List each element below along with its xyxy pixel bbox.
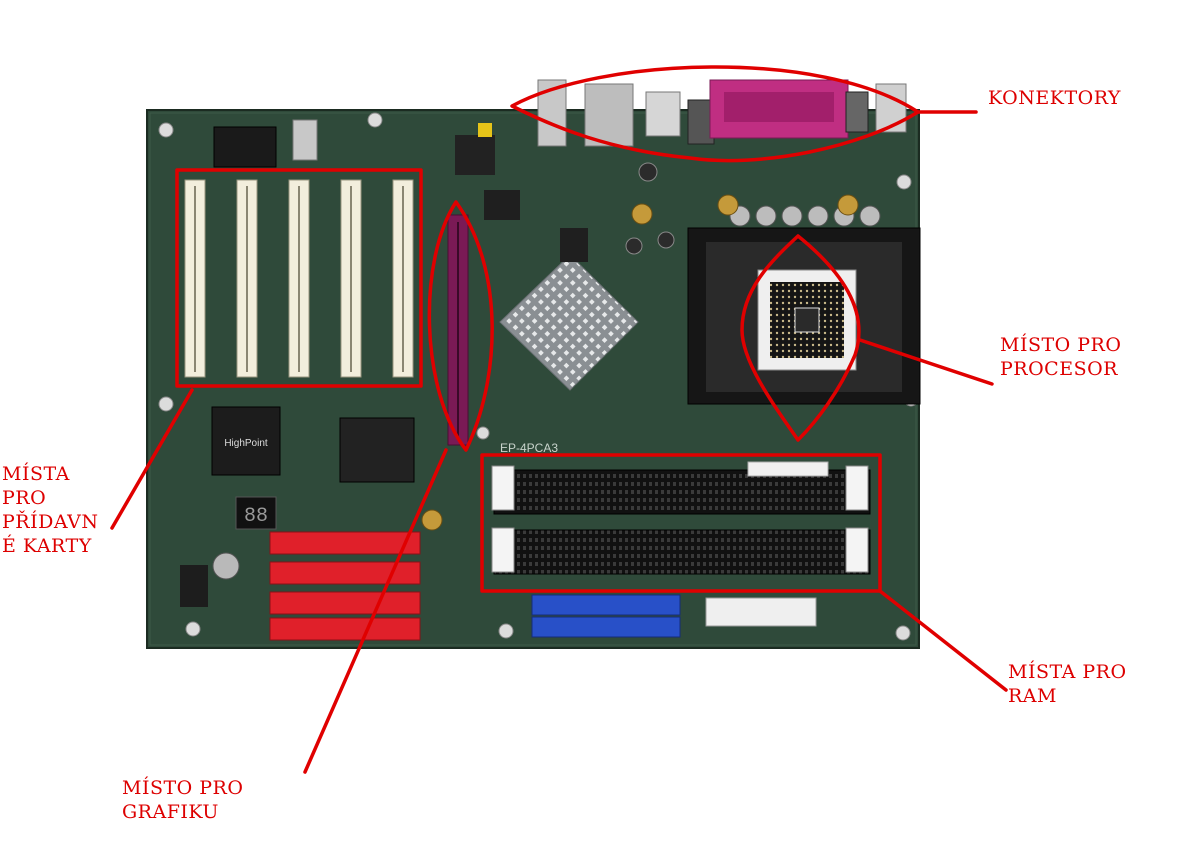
ram-slots	[491, 461, 871, 575]
pci-slots	[184, 179, 414, 378]
northbridge-heatsink	[499, 254, 639, 391]
label-mista-pro-ram: MÍSTA PRO RAM	[1008, 661, 1127, 707]
label-misto-pro-grafiku: MÍSTO PRO GRAFIKU	[122, 777, 244, 823]
ide-connectors-blue	[531, 594, 681, 638]
agp-outline	[427, 200, 494, 452]
board-model-text: EP-4PCA3	[500, 441, 558, 455]
bios-chip-area	[213, 119, 495, 175]
label-mista-pro-pridavne-karty: MÍSTA PRO PŘÍDAVN É KARTY	[2, 463, 99, 557]
procesor-pointer	[858, 338, 994, 386]
chip-text: HighPoint	[224, 438, 268, 449]
post-display: 88	[244, 505, 268, 528]
label-konektory: KONEKTORY	[988, 87, 1121, 109]
cpu-socket-area	[687, 227, 921, 405]
ide-connectors-red	[269, 531, 421, 641]
atx-power-connector	[705, 597, 817, 627]
grafika-pointer	[303, 448, 448, 774]
annotations	[110, 65, 1008, 774]
ram-pointer	[878, 589, 1008, 692]
label-misto-pro-procesor: MÍSTO PRO PROCESOR	[1000, 334, 1122, 380]
ram-outline	[480, 453, 882, 593]
onboard-chips: HighPoint EP-4PCA3 88	[180, 190, 588, 607]
cpu-outline	[740, 234, 861, 442]
rear-io-connectors	[537, 79, 907, 147]
agp-slot	[447, 214, 469, 446]
pridavne-karty-pointer	[110, 388, 194, 530]
pci-outline	[175, 168, 423, 388]
capacitors	[421, 162, 881, 531]
konektory-outline	[510, 65, 920, 163]
